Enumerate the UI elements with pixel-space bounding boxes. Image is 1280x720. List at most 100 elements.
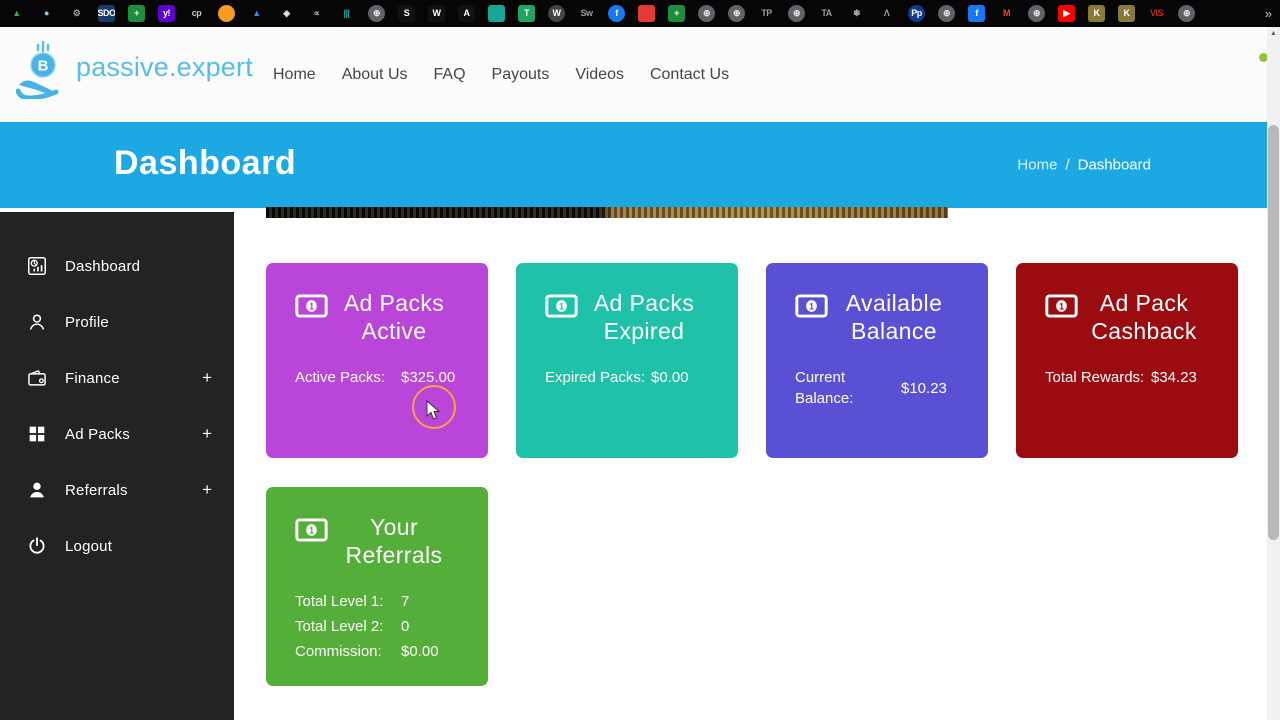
scrollbar-track[interactable]: ▲ (1267, 27, 1280, 720)
ads-triangle-icon[interactable]: ▲ (252, 8, 261, 18)
nav-home[interactable]: Home (273, 65, 316, 83)
swirl-icon[interactable] (218, 5, 235, 22)
cp-icon[interactable]: cp (191, 8, 202, 18)
svg-text:1: 1 (809, 302, 814, 312)
cluster-icon[interactable]: ❄ (852, 8, 861, 18)
site-header: B passive.expert Home About Us FAQ Payouts V… (0, 27, 1267, 122)
money-bill-icon: 1 (1045, 294, 1078, 345)
teal-square-icon[interactable] (488, 5, 505, 22)
yahoo-icon[interactable]: y! (158, 5, 175, 22)
stat-value: $325.00 (401, 369, 456, 386)
drive-icon[interactable]: ▲ (12, 8, 21, 18)
card-stat-row: Active Packs:$325.00 (295, 367, 460, 388)
t-square-icon[interactable]: T (518, 5, 535, 22)
promo-image-strip (266, 207, 948, 218)
stat-value: $10.23 (901, 379, 947, 397)
expand-plus-icon[interactable]: + (202, 424, 212, 443)
globe-icon[interactable]: ⊕ (938, 5, 955, 22)
breadcrumb-home-link[interactable]: Home (1017, 156, 1058, 174)
site-logo[interactable]: B passive.expert (16, 41, 253, 99)
fish-icon[interactable]: ∝ (313, 8, 320, 18)
globe-icon[interactable]: ⊕ (788, 5, 805, 22)
globe-icon[interactable]: ⊕ (728, 5, 745, 22)
bookmarks-overflow-chevron-icon[interactable]: » (1264, 6, 1272, 21)
facebook-circle-icon[interactable]: f (608, 5, 625, 22)
red-square-icon[interactable] (638, 5, 655, 22)
sheets-cross-icon[interactable]: + (128, 5, 145, 22)
stat-label: Commission: (295, 643, 382, 660)
sidebar-item-label: Dashboard (65, 257, 141, 275)
hand-bitcoin-logo-icon: B (16, 41, 59, 99)
nav-payouts[interactable]: Payouts (491, 65, 550, 83)
svg-text:1: 1 (309, 526, 314, 536)
cloud-icon[interactable]: ● (44, 8, 49, 18)
breadcrumb-separator: / (1065, 156, 1070, 174)
tp-label-icon[interactable]: TP (761, 8, 772, 18)
ad-packs-icon (26, 423, 48, 445)
svg-text:1: 1 (559, 302, 564, 312)
main-nav: Home About Us FAQ Payouts Videos Contact Us (273, 27, 729, 122)
k-gold-icon[interactable]: K (1088, 5, 1105, 22)
sidebar-item-dashboard[interactable]: Dashboard (0, 238, 234, 294)
scrollbar-thumb[interactable] (1268, 125, 1279, 540)
sheets-cross-icon[interactable]: + (668, 5, 685, 22)
breadcrumb: Home / Dashboard (1017, 157, 1151, 174)
pp-circle-icon[interactable]: Pp (908, 5, 925, 22)
card-stat-row: Expired Packs:$0.00 (545, 367, 710, 388)
wordpress-icon[interactable]: W (548, 5, 565, 22)
nav-videos[interactable]: Videos (575, 65, 624, 83)
globe-icon[interactable]: ⊕ (368, 5, 385, 22)
sidebar-item-profile[interactable]: Profile (0, 294, 234, 350)
svg-text:1: 1 (309, 302, 314, 312)
card-stat-row: Commission: $0.00 (295, 641, 460, 662)
globe-icon[interactable]: ⊕ (1028, 5, 1045, 22)
globe-icon[interactable]: ⊕ (1178, 5, 1195, 22)
bars-icon[interactable]: ||| (343, 8, 350, 18)
money-bill-icon: 1 (795, 294, 828, 345)
svg-text:B: B (38, 58, 49, 75)
expand-plus-icon[interactable]: + (202, 368, 212, 387)
referrals-icon (26, 479, 48, 501)
sidebar-item-referrals[interactable]: Referrals + (0, 462, 234, 518)
logout-icon (26, 535, 48, 557)
ski-icon[interactable]: Λ (883, 8, 890, 18)
sdo-icon[interactable]: SDO (98, 5, 115, 22)
gmail-icon[interactable]: M (1003, 8, 1011, 18)
globe-icon[interactable]: ⊕ (698, 5, 715, 22)
layers-icon[interactable]: ◈ (283, 8, 290, 18)
a-square-icon[interactable]: A (458, 5, 475, 22)
nav-contact-us[interactable]: Contact Us (649, 65, 730, 83)
sw-icon[interactable]: Sw (580, 8, 593, 18)
nav-about-us[interactable]: About Us (341, 65, 408, 83)
gears-icon[interactable]: ⚙ (72, 8, 81, 18)
stat-label: Total Level 2: (295, 618, 384, 635)
sidebar-item-ad-packs[interactable]: Ad Packs+ (0, 406, 234, 462)
scrollbar-up-arrow-icon[interactable]: ▲ (1270, 30, 1277, 37)
expand-plus-icon[interactable]: + (202, 480, 212, 499)
stat-label: Total Level 1: (295, 593, 384, 610)
page-banner: Dashboard Home / Dashboard (0, 122, 1267, 208)
stat-value: $0.00 (401, 643, 439, 660)
ta-label-icon[interactable]: TA (821, 8, 832, 18)
nav-faq[interactable]: FAQ (433, 65, 466, 83)
facebook-square-icon[interactable]: f (968, 5, 985, 22)
w-square-icon[interactable]: W (428, 5, 445, 22)
dashboard-icon (26, 255, 48, 277)
sidebar-item-logout[interactable]: Logout (0, 518, 234, 574)
money-bill-icon: 1 (295, 518, 328, 569)
stat-label: Total Rewards: (1045, 369, 1145, 386)
k-gold-icon[interactable]: K (1118, 5, 1135, 22)
vis-label-icon[interactable]: VIS (1149, 8, 1164, 18)
sidebar-item-label: Referrals (65, 481, 128, 499)
money-bill-icon: 1 (295, 294, 328, 345)
youtube-icon[interactable]: ▶ (1058, 5, 1075, 22)
s-square-icon[interactable]: S (398, 5, 415, 22)
sidebar-item-finance[interactable]: Finance+ (0, 350, 234, 406)
